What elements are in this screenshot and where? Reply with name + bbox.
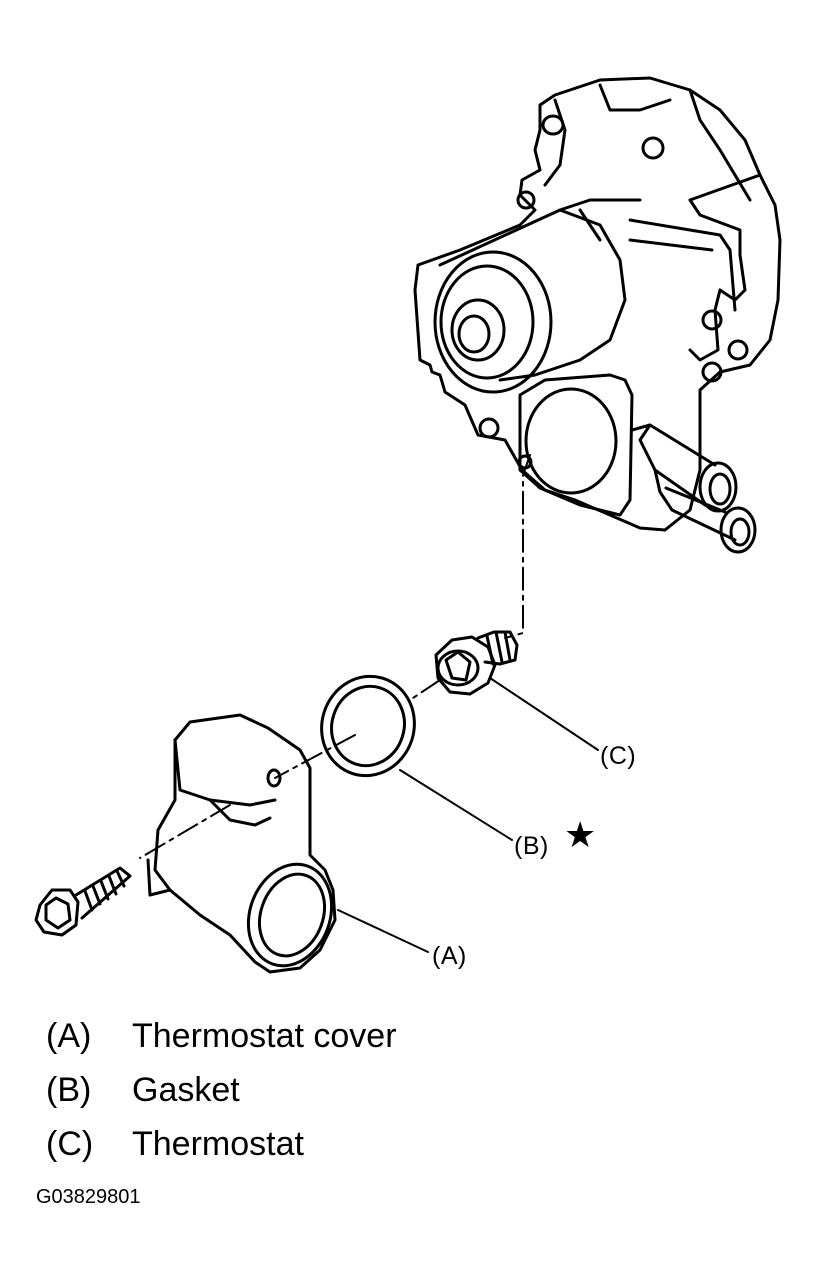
legend-code: (B) bbox=[46, 1071, 92, 1109]
legend-item-c: (C) Thermostat bbox=[46, 1124, 304, 1164]
legend-label: Gasket bbox=[132, 1071, 240, 1109]
thermostat bbox=[434, 630, 519, 696]
alignment-lines bbox=[139, 454, 531, 859]
legend-item-b: (B) Gasket bbox=[46, 1070, 240, 1110]
legend-item-a: (A) Thermostat cover bbox=[46, 1016, 397, 1056]
figure-id: G03829801 bbox=[36, 1186, 141, 1208]
callout-b: (B) bbox=[514, 832, 549, 860]
callout-a: (A) bbox=[432, 942, 467, 970]
legend-label: Thermostat cover bbox=[132, 1017, 397, 1055]
exploded-view-diagram bbox=[34, 76, 782, 974]
legend-code: (C) bbox=[46, 1125, 94, 1163]
callout-c: (C) bbox=[600, 742, 637, 770]
legend-code: (A) bbox=[46, 1017, 92, 1055]
bolt bbox=[34, 866, 132, 937]
gasket bbox=[320, 674, 416, 778]
water-pump-housing bbox=[413, 76, 782, 554]
replace-star-marker: ★ bbox=[564, 815, 597, 856]
thermostat-cover bbox=[146, 713, 337, 974]
leader-lines bbox=[337, 677, 599, 953]
legend-label: Thermostat bbox=[132, 1125, 304, 1163]
